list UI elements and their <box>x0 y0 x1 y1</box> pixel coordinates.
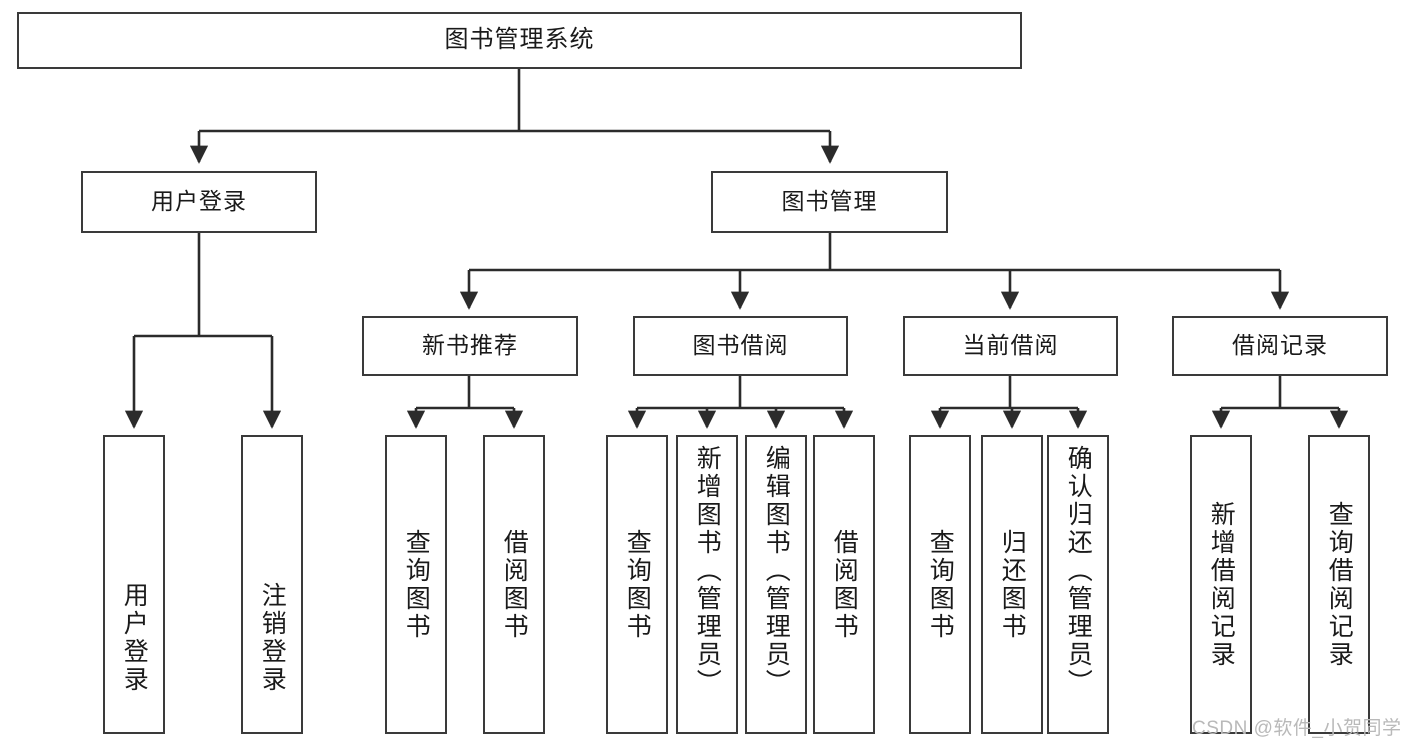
leaf-label: 确认归还（管理员） <box>1064 445 1093 697</box>
leaf-label: 查询图书 <box>623 528 652 641</box>
leaf-label: 编辑图书（管理员） <box>762 445 791 697</box>
leaf-add-borrow-record[interactable]: 新增借阅记录 <box>1190 435 1252 734</box>
node-book-borrowing[interactable]: 图书借阅 <box>633 316 848 376</box>
leaf-label: 新增借阅记录 <box>1207 500 1236 669</box>
leaf-label: 新增图书（管理员） <box>693 445 722 697</box>
leaf-label: 借阅图书 <box>830 528 859 641</box>
leaf-user-login[interactable]: 用户登录 <box>103 435 165 734</box>
leaf-edit-book-admin[interactable]: 编辑图书（管理员） <box>745 435 807 734</box>
leaf-label: 查询图书 <box>926 528 955 641</box>
leaf-label: 归还图书 <box>998 528 1027 641</box>
leaf-label: 借阅图书 <box>500 528 529 641</box>
node-new-book-recommendation[interactable]: 新书推荐 <box>362 316 578 376</box>
node-book-management[interactable]: 图书管理 <box>711 171 948 233</box>
leaf-query-books-recommend[interactable]: 查询图书 <box>385 435 447 734</box>
node-label: 图书管理 <box>781 188 878 215</box>
leaf-query-borrow-record[interactable]: 查询借阅记录 <box>1308 435 1370 734</box>
csdn-watermark: CSDN @软件_小贺同学 <box>1192 718 1402 739</box>
node-label: 当前借阅 <box>962 332 1059 359</box>
leaf-return-books[interactable]: 归还图书 <box>981 435 1043 734</box>
node-root-system[interactable]: 图书管理系统 <box>17 12 1022 69</box>
node-label: 借阅记录 <box>1232 332 1328 359</box>
leaf-logout-login[interactable]: 注销登录 <box>241 435 303 734</box>
leaf-borrow-books-recommend[interactable]: 借阅图书 <box>483 435 545 734</box>
node-label: 用户登录 <box>151 188 247 215</box>
leaf-label: 注销登录 <box>258 582 287 694</box>
node-borrowing-record[interactable]: 借阅记录 <box>1172 316 1388 376</box>
node-current-borrowing[interactable]: 当前借阅 <box>903 316 1118 376</box>
leaf-confirm-return-admin[interactable]: 确认归还（管理员） <box>1047 435 1109 734</box>
node-user-login[interactable]: 用户登录 <box>81 171 317 233</box>
leaf-query-books-current[interactable]: 查询图书 <box>909 435 971 734</box>
leaf-add-book-admin[interactable]: 新增图书（管理员） <box>676 435 738 734</box>
leaf-query-books-borrow[interactable]: 查询图书 <box>606 435 668 734</box>
leaf-label: 查询图书 <box>402 528 431 641</box>
leaf-borrow-books[interactable]: 借阅图书 <box>813 435 875 734</box>
node-label: 图书借阅 <box>692 332 789 359</box>
node-label: 图书管理系统 <box>444 26 595 54</box>
leaf-label: 查询借阅记录 <box>1325 500 1354 669</box>
leaf-label: 用户登录 <box>120 582 149 694</box>
node-label: 新书推荐 <box>422 332 518 359</box>
